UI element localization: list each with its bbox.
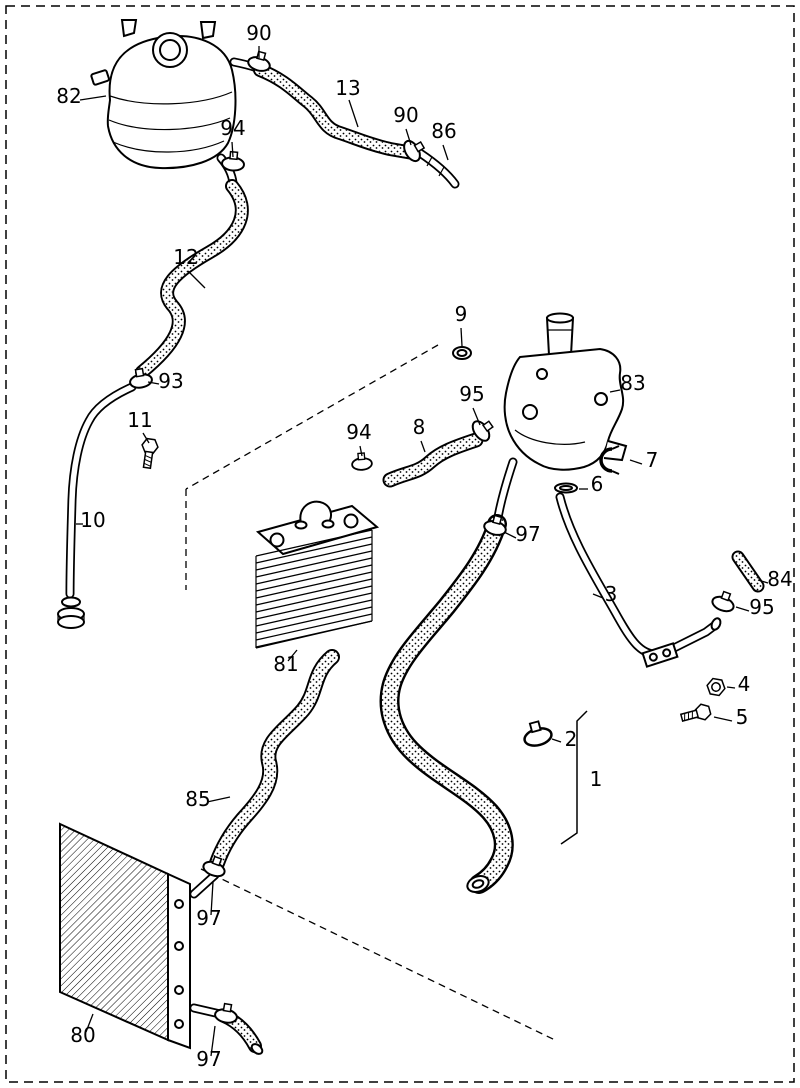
bolt-5 — [678, 701, 713, 727]
hose-12 — [142, 186, 242, 372]
part-label-10[interactable]: 10 — [80, 508, 105, 532]
part-label-94-a[interactable]: 94 — [220, 116, 245, 140]
part-label-93[interactable]: 93 — [158, 369, 183, 393]
part-label-2[interactable]: 2 — [565, 727, 578, 751]
part-label-85[interactable]: 85 — [185, 787, 210, 811]
part-label-95-b[interactable]: 95 — [749, 595, 774, 619]
part-label-80[interactable]: 80 — [70, 1023, 95, 1047]
part-label-97-c[interactable]: 97 — [196, 1047, 221, 1071]
part-label-1[interactable]: 1 — [590, 767, 603, 791]
oil-cooler — [255, 500, 380, 649]
o-ring-9 — [452, 346, 472, 360]
retaining-clip-7 — [599, 445, 620, 475]
part-label-13[interactable]: 13 — [335, 76, 360, 100]
part-label-5[interactable]: 5 — [736, 705, 749, 729]
part-label-12[interactable]: 12 — [173, 245, 198, 269]
part-label-7[interactable]: 7 — [646, 448, 659, 472]
leader-lines — [76, 46, 769, 1057]
projection-lines — [185, 344, 558, 1042]
hose-85 — [217, 657, 332, 863]
part-label-95-a[interactable]: 95 — [459, 382, 484, 406]
part-label-90-a[interactable]: 90 — [246, 21, 271, 45]
page-border — [5, 5, 795, 1083]
pipe-86 — [415, 148, 460, 189]
part-label-9[interactable]: 9 — [455, 302, 468, 326]
pipe-10 — [57, 382, 137, 629]
part-label-6[interactable]: 6 — [591, 472, 604, 496]
nut-4 — [705, 677, 727, 697]
part-label-82[interactable]: 82 — [56, 84, 81, 108]
part-label-94-b[interactable]: 94 — [346, 420, 371, 444]
part-label-83[interactable]: 83 — [620, 371, 645, 395]
hose-8 — [390, 440, 476, 480]
part-label-86[interactable]: 86 — [431, 119, 456, 143]
clamp-97-bottom — [213, 1001, 240, 1026]
hose-84 — [738, 557, 758, 586]
radiator-bottom-hose — [224, 1016, 264, 1055]
clamp-95-right — [709, 587, 739, 615]
housing-outlet-stub — [492, 457, 518, 528]
part-label-90-b[interactable]: 90 — [393, 103, 418, 127]
radiator — [59, 822, 225, 1050]
part-label-81[interactable]: 81 — [273, 652, 298, 676]
seal-6 — [554, 482, 578, 494]
assembly-bracket-1 — [560, 710, 588, 845]
part-label-4[interactable]: 4 — [738, 672, 751, 696]
part-label-97-a[interactable]: 97 — [515, 522, 540, 546]
part-label-11[interactable]: 11 — [127, 408, 152, 432]
part-labels: 90 82 13 90 86 94 12 93 11 10 9 95 83 7 … — [56, 21, 792, 1071]
hose-clamp-2 — [519, 717, 555, 750]
thermostat-housing — [503, 312, 628, 471]
part-label-84[interactable]: 84 — [767, 567, 792, 591]
part-label-8[interactable]: 8 — [413, 415, 426, 439]
part-label-3[interactable]: 3 — [605, 582, 618, 606]
main-hose-1 — [390, 524, 504, 895]
part-label-97-b[interactable]: 97 — [196, 906, 221, 930]
coolant-pipe-3 — [555, 492, 722, 668]
